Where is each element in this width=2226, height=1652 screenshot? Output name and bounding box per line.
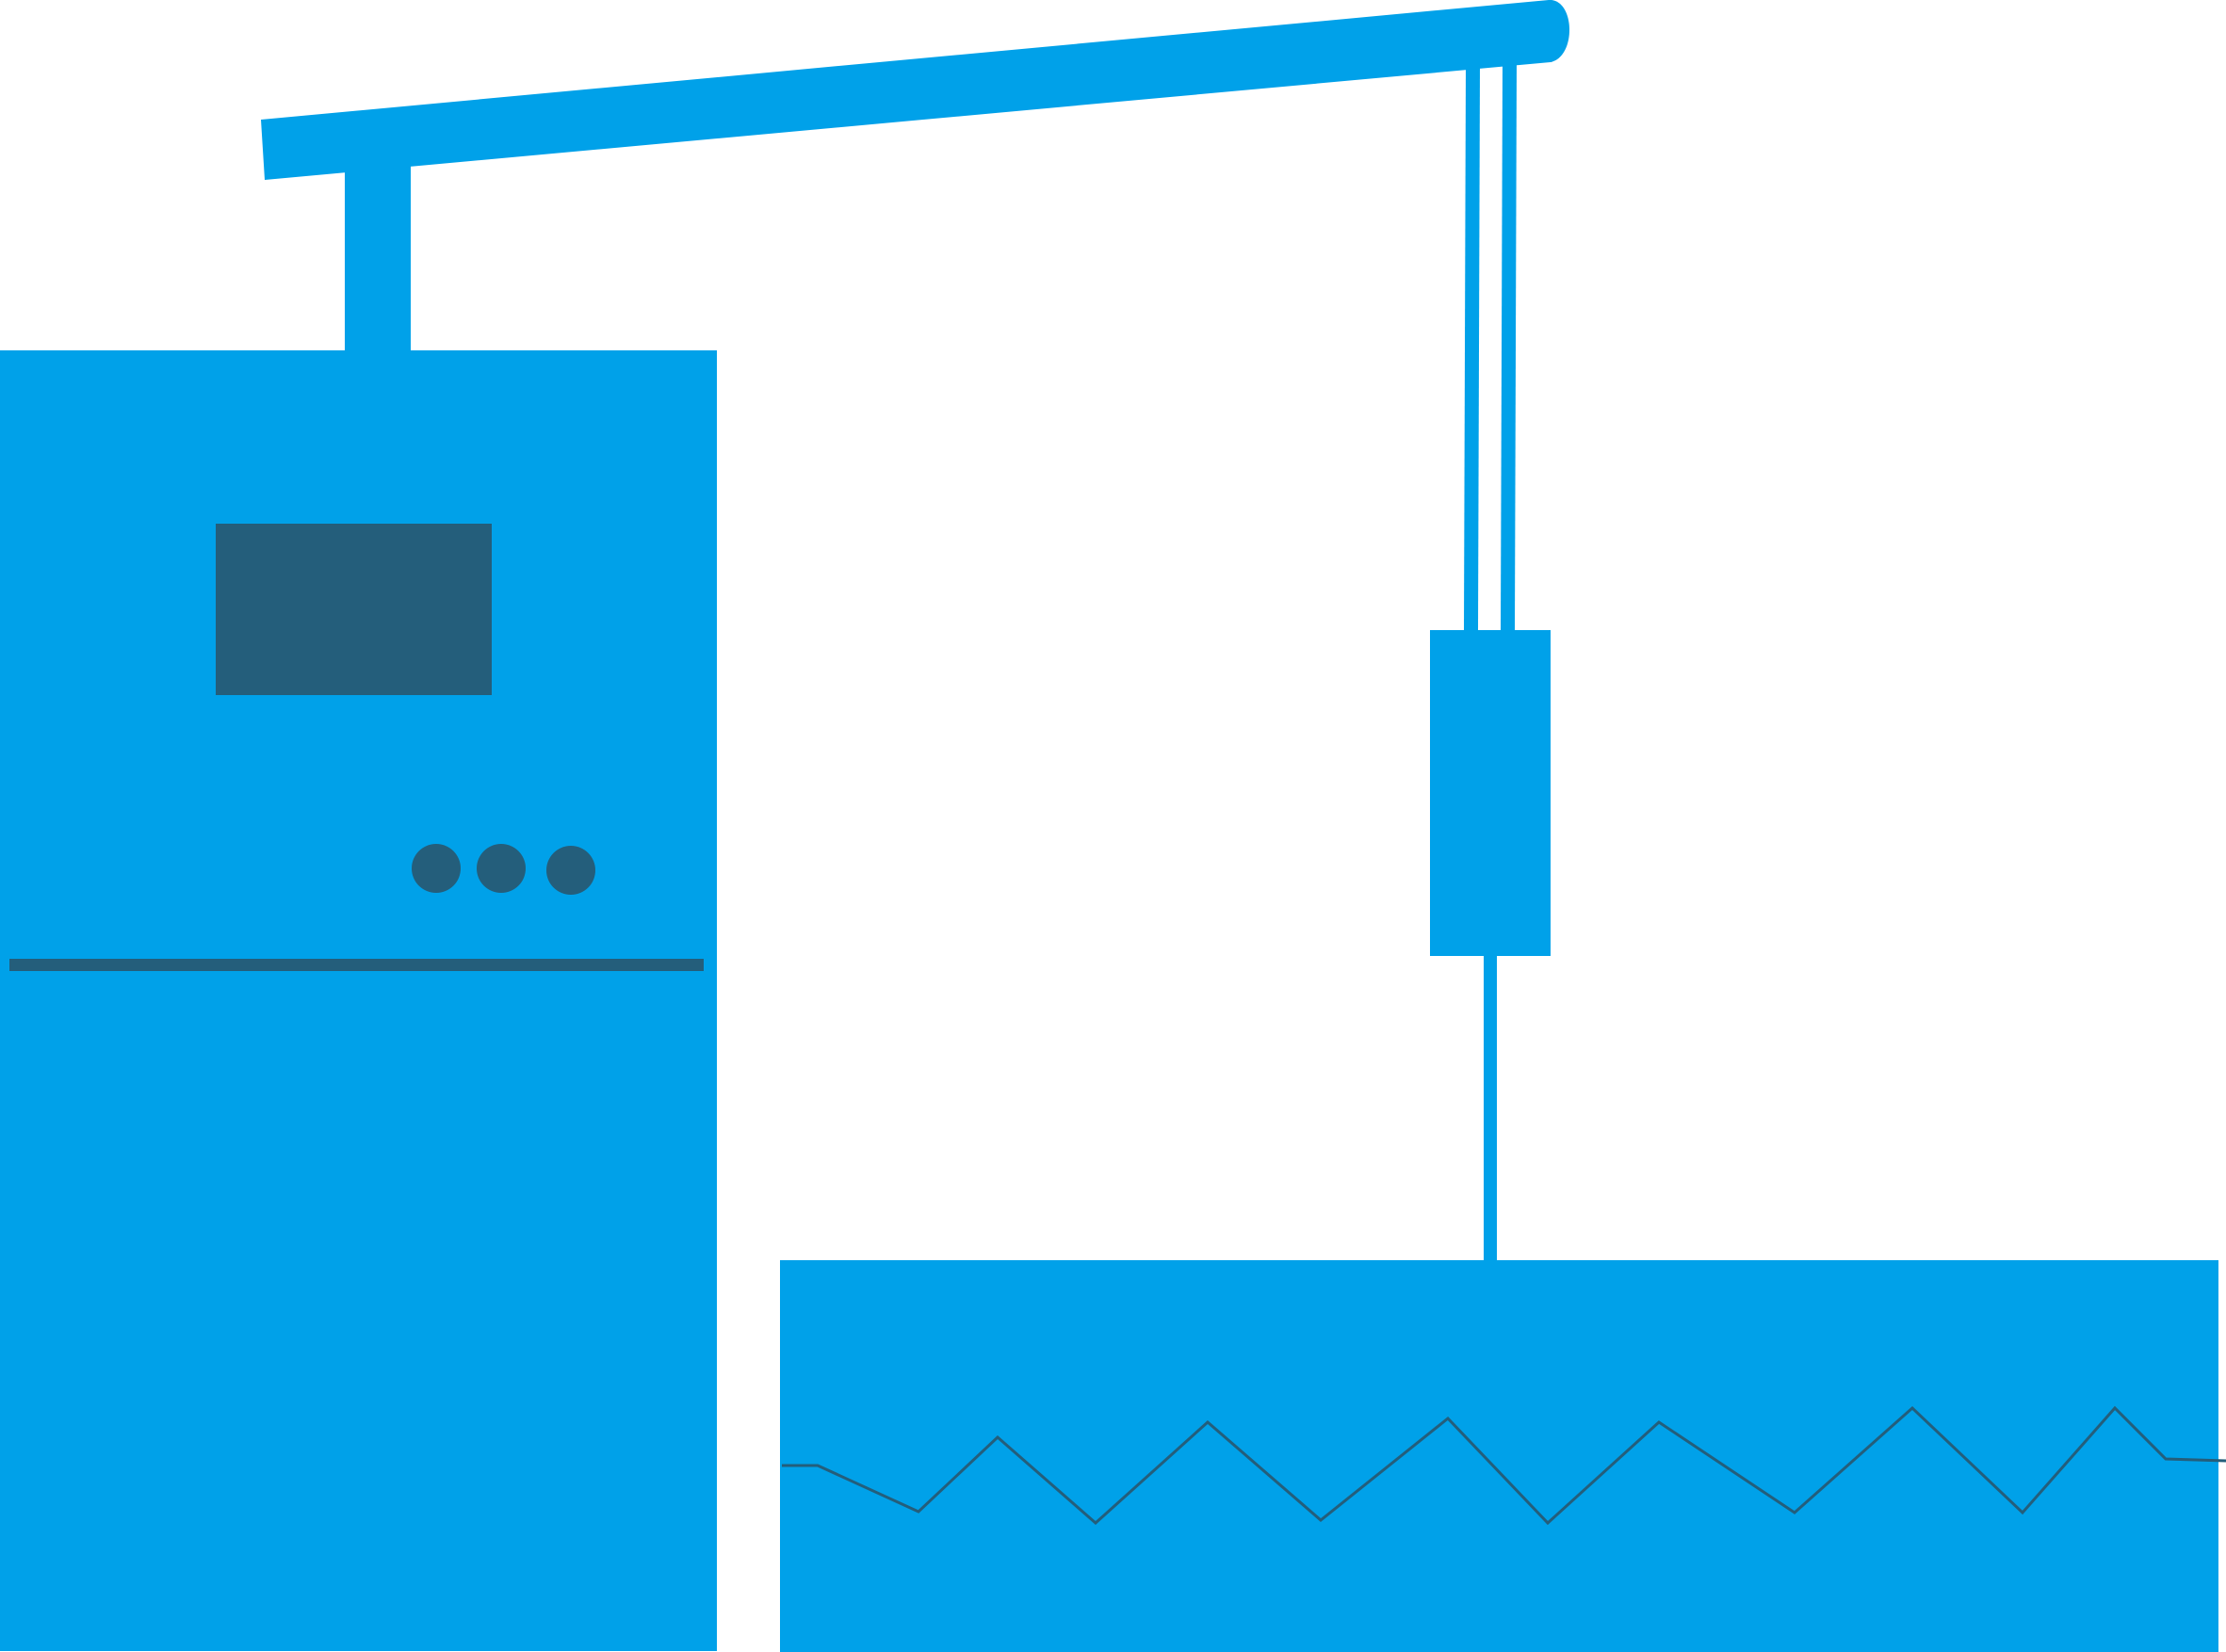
arm-post bbox=[345, 141, 411, 358]
tank-body bbox=[780, 1260, 2218, 1652]
controller-cabinet bbox=[0, 350, 717, 1651]
cable-right bbox=[1501, 60, 1517, 633]
tank-assembly bbox=[780, 1260, 2226, 1652]
indicator-light-2 bbox=[477, 844, 526, 893]
probe-assembly bbox=[1430, 630, 1551, 1267]
cabinet-divider-line bbox=[9, 959, 704, 971]
probe-head bbox=[1430, 630, 1551, 956]
cable-left bbox=[1464, 66, 1480, 633]
arm-boom bbox=[261, 0, 1569, 180]
indicator-light-3 bbox=[546, 846, 595, 895]
display-screen bbox=[216, 524, 492, 695]
arm-assembly bbox=[261, 0, 1569, 633]
liquid-surface-line bbox=[782, 1405, 2226, 1526]
indicator-light-1 bbox=[412, 844, 461, 893]
probe-rod bbox=[1484, 951, 1497, 1267]
